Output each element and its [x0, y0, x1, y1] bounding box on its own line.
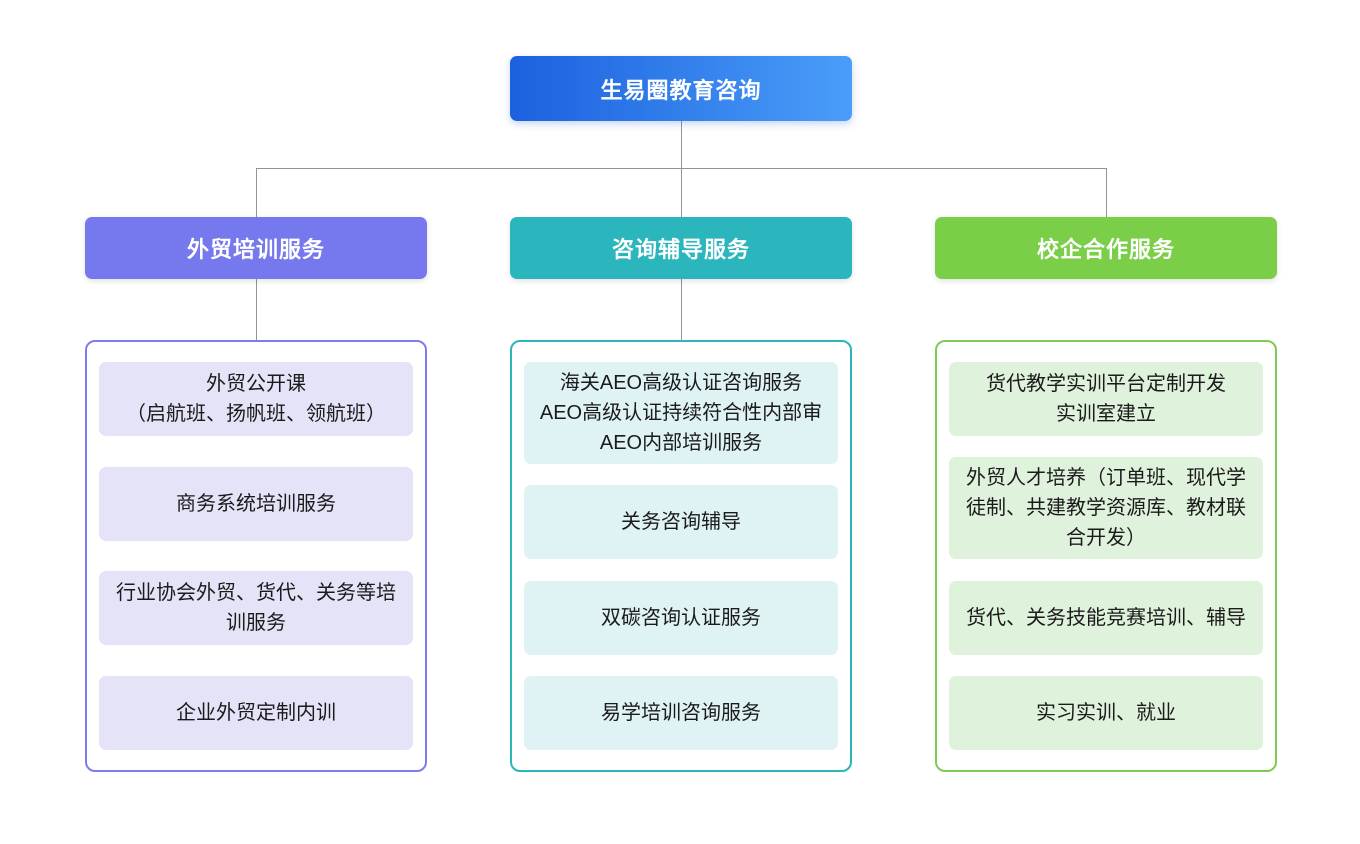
service-item-training-platform: 货代教学实训平台定制开发 实训室建立 [949, 362, 1263, 436]
connector-branch1-container [256, 279, 257, 340]
connector-root-stem [681, 121, 682, 169]
service-item-enterprise-custom-training: 企业外贸定制内训 [99, 675, 413, 750]
connector-branch3-drop [1106, 168, 1107, 217]
branch-header-label: 外贸培训服务 [186, 237, 325, 262]
service-item-association-training: 行业协会外贸、货代、关务等培训服务 [99, 571, 413, 646]
service-item-aeo-certification: 海关AEO高级认证咨询服务 AEO高级认证持续符合性内部审 AEO内部培训服务 [524, 362, 838, 464]
branch-header-trade-training: 外贸培训服务 [85, 217, 427, 279]
root-node: 生易圈教育咨询 [510, 56, 852, 121]
service-item-business-system-training: 商务系统培训服务 [99, 466, 413, 541]
service-item-public-course: 外贸公开课 （启航班、扬帆班、领航班） [99, 362, 413, 436]
service-item-talent-cultivation: 外贸人才培养（订单班、现代学徒制、共建教学资源库、教材联合开发） [949, 457, 1263, 560]
branch-header-school-enterprise: 校企合作服务 [935, 217, 1277, 279]
branch-header-consulting: 咨询辅导服务 [510, 217, 852, 279]
connector-branch1-drop [256, 168, 257, 217]
branch-header-label: 校企合作服务 [1036, 237, 1175, 262]
root-node-label: 生易圈教育咨询 [600, 77, 762, 103]
branch-container-school-enterprise: 货代教学实训平台定制开发 实训室建立 外贸人才培养（订单班、现代学徒制、共建教学… [935, 340, 1277, 772]
service-item-internship-employment: 实习实训、就业 [949, 675, 1263, 750]
connector-branch2-container [681, 279, 682, 340]
branch-container-consulting: 海关AEO高级认证咨询服务 AEO高级认证持续符合性内部审 AEO内部培训服务 … [510, 340, 852, 772]
service-item-skills-competition: 货代、关务技能竞赛培训、辅导 [949, 580, 1263, 655]
connector-branch2-drop [681, 168, 682, 217]
service-item-dual-carbon: 双碳咨询认证服务 [524, 580, 838, 655]
branch-header-label: 咨询辅导服务 [611, 237, 750, 262]
service-item-customs-consulting: 关务咨询辅导 [524, 485, 838, 560]
branch-container-trade-training: 外贸公开课 （启航班、扬帆班、领航班） 商务系统培训服务 行业协会外贸、货代、关… [85, 340, 427, 772]
service-item-yixue-training: 易学培训咨询服务 [524, 675, 838, 750]
